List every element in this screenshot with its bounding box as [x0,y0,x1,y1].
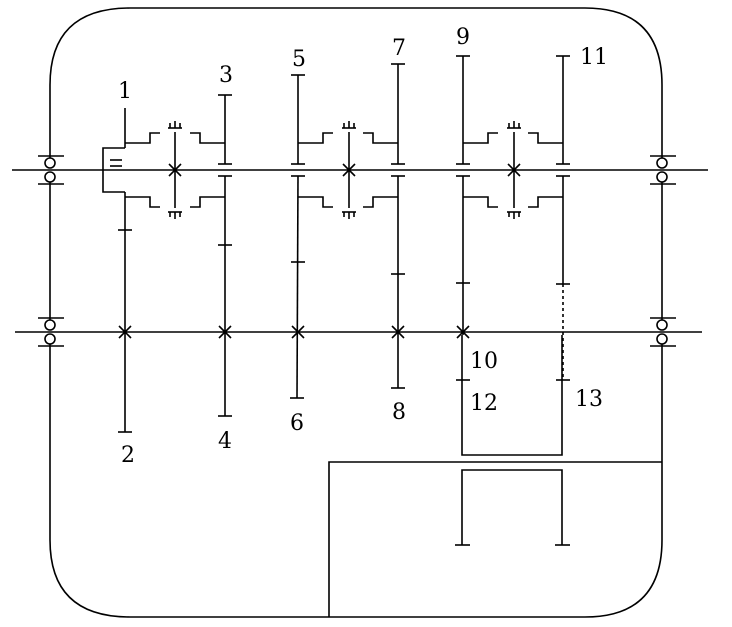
label-gear-8: 8 [392,400,406,425]
label-gear-4: 4 [218,429,232,454]
bearing-left-bottom [38,317,64,347]
reverse-idler-lower [461,469,563,545]
label-gear-12: 12 [470,391,498,416]
label-gear-1: 1 [118,79,132,104]
housing-outline [49,7,663,618]
label-gear-6: 6 [290,411,304,436]
lower-compartment [328,461,662,617]
label-gear-5: 5 [292,47,306,72]
label-gear-7: 7 [392,36,406,61]
gear-5-lower [296,175,299,399]
label-gear-10: 10 [470,349,498,374]
label-gear-13: 13 [575,387,603,412]
label-gear-3: 3 [219,63,233,88]
bearing-right-bottom [650,317,676,347]
label-gear-11: 11 [580,45,608,70]
input-coupling [102,147,125,193]
label-gear-2: 2 [121,443,135,468]
synchronizer-1 [125,121,225,219]
synchronizer-2 [298,121,398,219]
label-gear-9: 9 [456,25,470,50]
reverse-idler-upper [461,335,563,456]
synchronizer-3 [463,121,563,219]
bearing-left-top [38,155,64,185]
countershaft-crosses [118,325,470,339]
bearing-right-top [650,155,676,185]
